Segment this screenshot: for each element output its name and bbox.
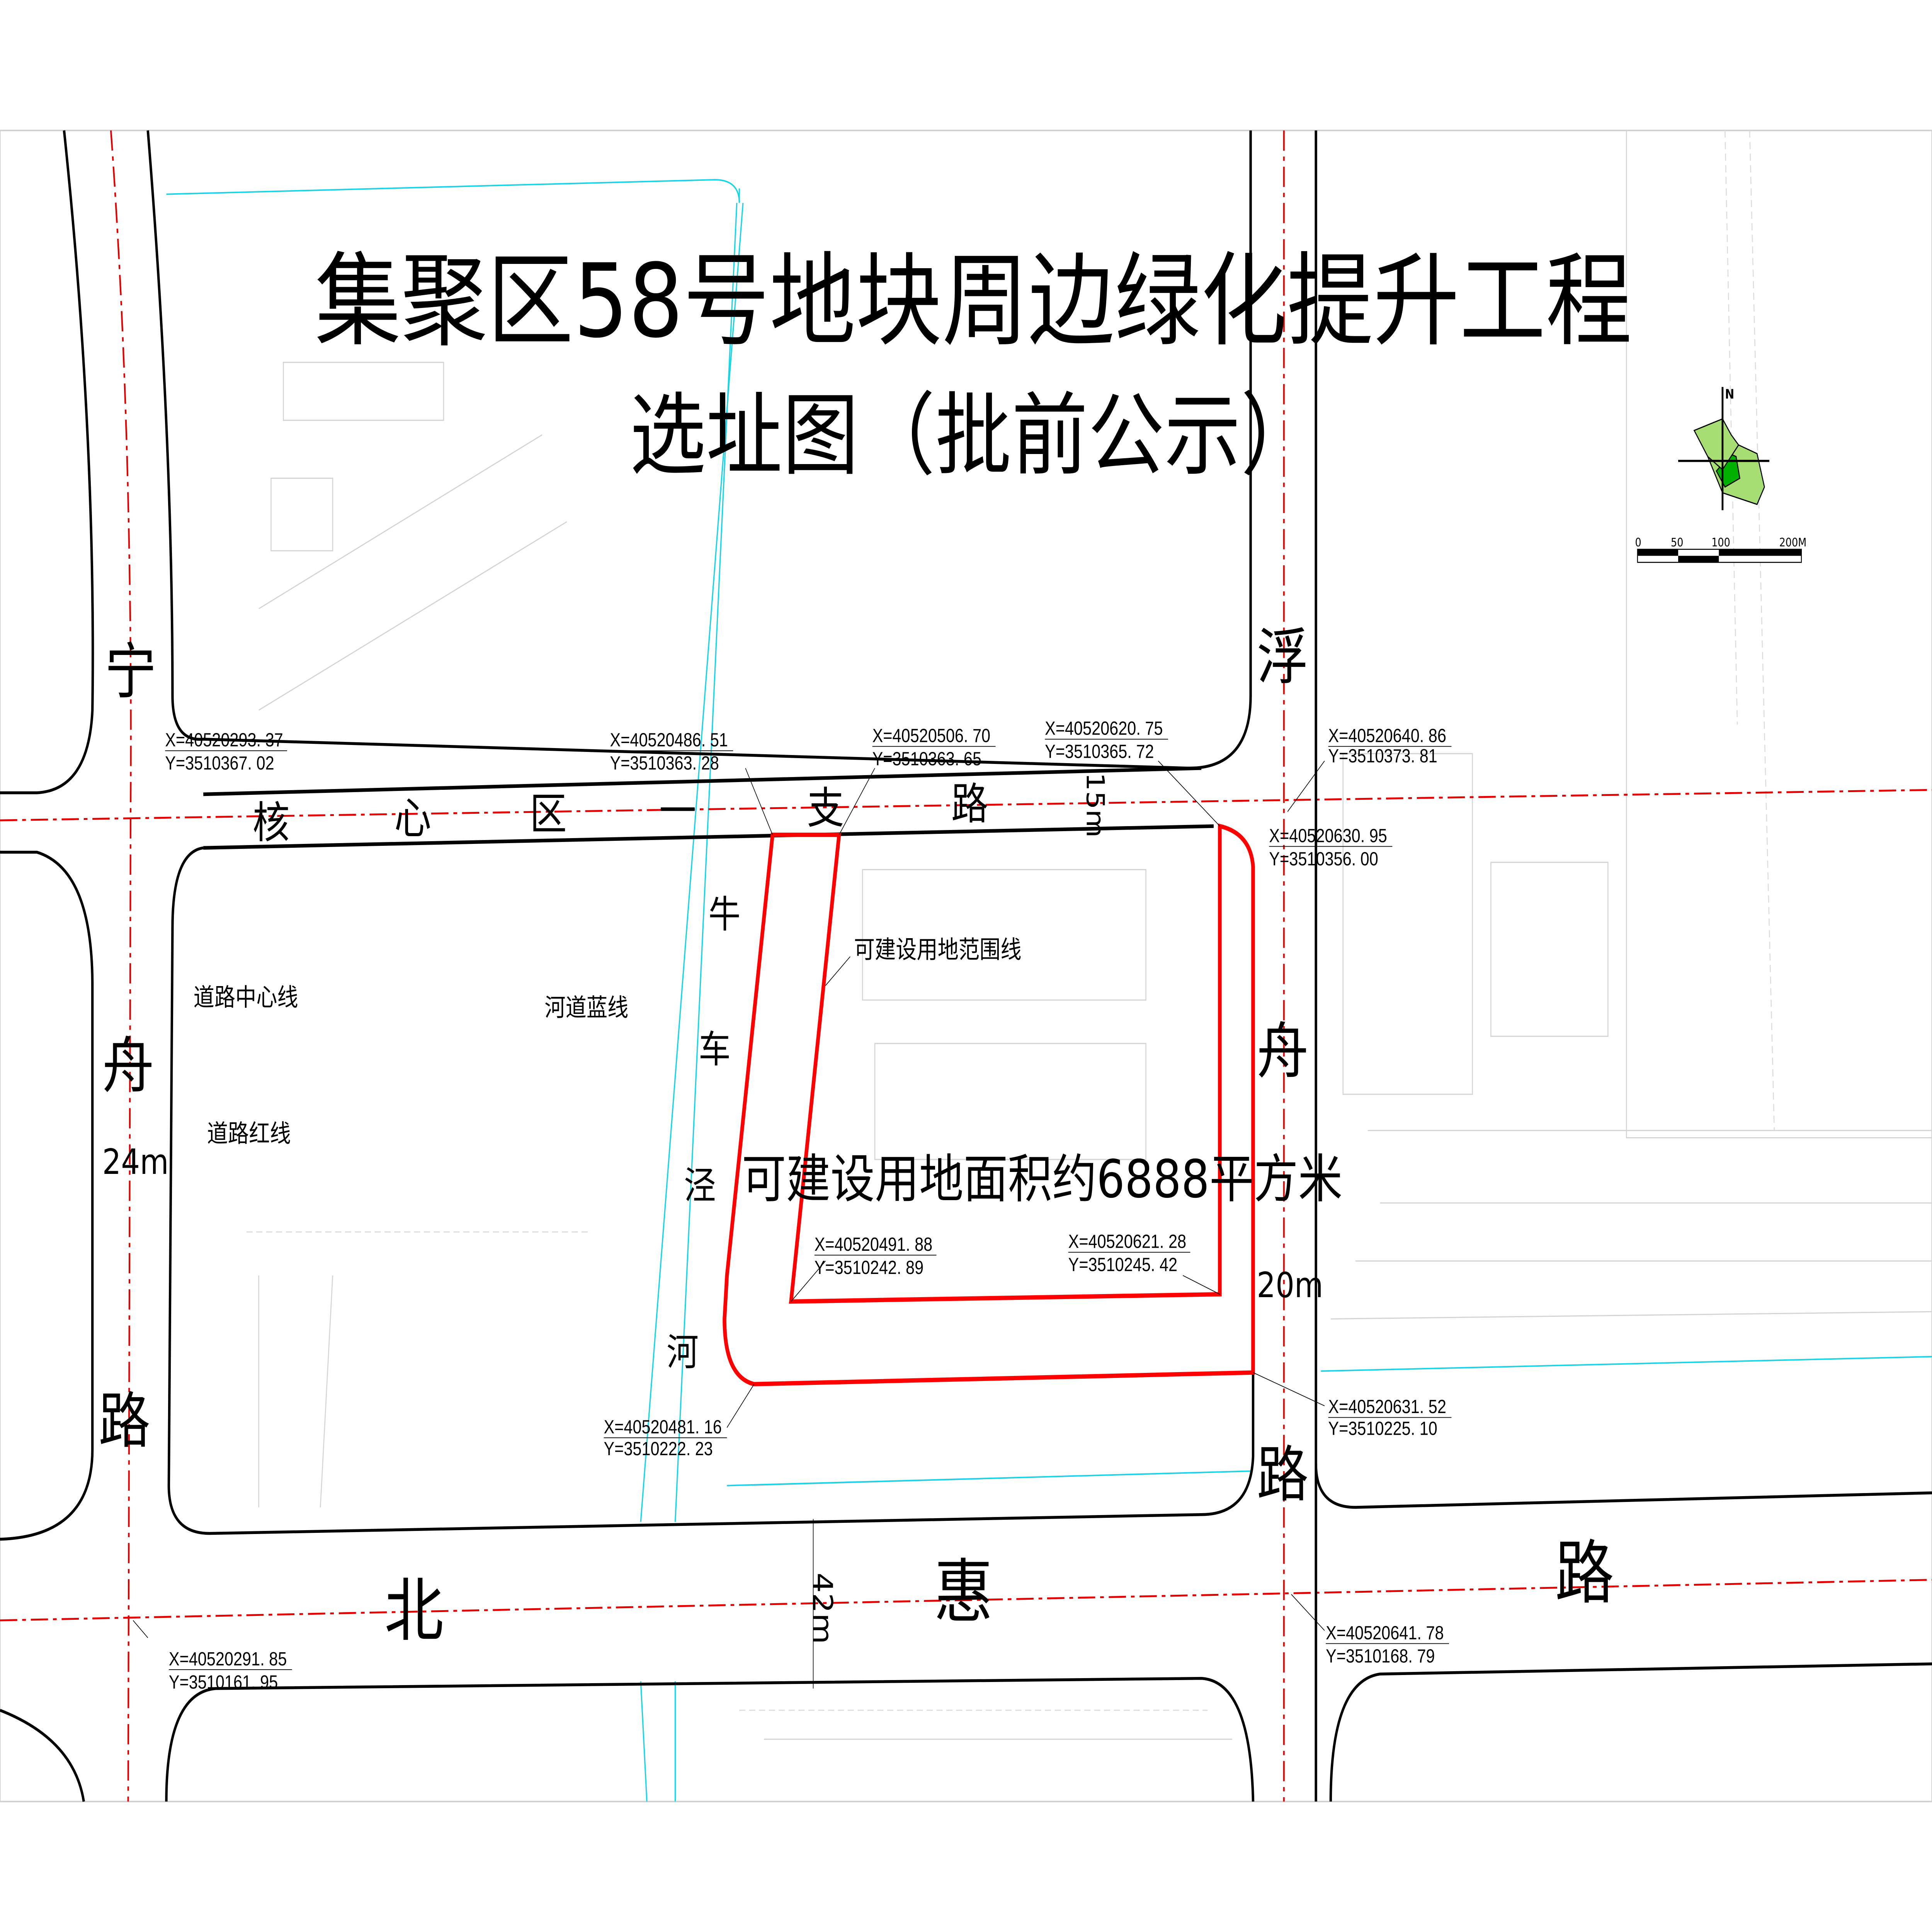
svg-text:Y=3510225. 10: Y=3510225. 10 bbox=[1328, 1418, 1437, 1439]
coord-1: X=40520293. 37Y=3510367. 02 bbox=[165, 730, 287, 774]
road-west-width: 24m bbox=[102, 1141, 169, 1182]
svg-text:Y=3510365. 72: Y=3510365. 72 bbox=[1045, 741, 1154, 762]
coord-8: X=40520621. 28Y=3510245. 42 bbox=[1068, 1231, 1190, 1275]
svg-text:X=40520640. 86: X=40520640. 86 bbox=[1328, 725, 1446, 746]
scale-bar: 0 50 100 200M bbox=[1635, 536, 1807, 563]
label-road-center-line: 道路中心线 bbox=[194, 983, 298, 1012]
road-edges bbox=[0, 130, 1932, 1802]
label-road-red-line: 道路红线 bbox=[207, 1119, 291, 1148]
road-north-char-2: 心 bbox=[394, 793, 431, 844]
coord-4: X=40520620. 75Y=3510365. 72 bbox=[1045, 718, 1168, 762]
river-char-1: 牛 bbox=[709, 893, 741, 937]
svg-text:Y=3510168. 79: Y=3510168. 79 bbox=[1326, 1645, 1435, 1667]
svg-text:X=40520506. 70: X=40520506. 70 bbox=[872, 725, 990, 746]
coord-11: X=40520291. 85Y=3510161. 95 bbox=[169, 1648, 292, 1693]
svg-text:Y=3510242. 89: Y=3510242. 89 bbox=[815, 1257, 923, 1278]
river-blue-lines bbox=[166, 179, 1932, 1802]
map-frame bbox=[0, 129, 1932, 1803]
road-center-lines bbox=[0, 130, 1932, 1802]
river-char-4: 河 bbox=[667, 1331, 699, 1374]
road-east-char-3: 路 bbox=[1257, 1440, 1309, 1510]
north-arrow-icon: N bbox=[1678, 387, 1770, 510]
svg-text:X=40520630. 95: X=40520630. 95 bbox=[1269, 825, 1387, 846]
leader-lines bbox=[133, 760, 1325, 1689]
area-label: 可建设用地面积约6888平方米 bbox=[742, 1149, 1343, 1209]
svg-text:X=40520293. 37: X=40520293. 37 bbox=[165, 730, 283, 751]
svg-text:Y=3510222. 23: Y=3510222. 23 bbox=[604, 1438, 713, 1459]
coord-7: X=40520491. 88Y=3510242. 89 bbox=[815, 1234, 937, 1278]
coord-5: X=40520640. 86Y=3510373. 81 bbox=[1328, 725, 1452, 767]
road-north-char-5: 支 bbox=[807, 783, 844, 833]
coordinate-labels: X=40520293. 37Y=3510367. 02 X=40520486. … bbox=[165, 718, 1452, 1693]
survey-background bbox=[246, 130, 1932, 1740]
svg-text:X=40520621. 28: X=40520621. 28 bbox=[1068, 1231, 1186, 1252]
coord-6: X=40520630. 95Y=3510356. 00 bbox=[1269, 825, 1393, 869]
label-river-blue-line: 河道蓝线 bbox=[544, 993, 628, 1022]
road-north-char-1: 核 bbox=[253, 798, 290, 848]
river-char-2: 车 bbox=[699, 1028, 731, 1071]
road-east-width: 20m bbox=[1257, 1265, 1323, 1306]
road-west-char-3: 路 bbox=[99, 1386, 150, 1457]
road-south-char-2: 惠 bbox=[934, 1552, 993, 1633]
svg-text:X=40520641. 78: X=40520641. 78 bbox=[1326, 1622, 1444, 1643]
road-north-char-3: 区 bbox=[530, 789, 567, 839]
road-east-char-2: 舟 bbox=[1257, 1016, 1309, 1087]
road-north-width: 15m bbox=[1081, 772, 1109, 838]
road-east-char-1: 浮 bbox=[1257, 622, 1309, 693]
svg-text:Y=3510245. 42: Y=3510245. 42 bbox=[1068, 1254, 1177, 1275]
svg-text:X=40520620. 75: X=40520620. 75 bbox=[1045, 718, 1163, 739]
svg-text:X=40520491. 88: X=40520491. 88 bbox=[815, 1234, 932, 1255]
road-south-char-3: 路 bbox=[1555, 1533, 1614, 1614]
road-north-char-6: 路 bbox=[951, 779, 988, 829]
north-label: N bbox=[1725, 387, 1734, 402]
svg-text:X=40520291. 85: X=40520291. 85 bbox=[169, 1648, 287, 1670]
svg-text:Y=3510161. 95: Y=3510161. 95 bbox=[169, 1672, 278, 1693]
svg-text:Y=3510363. 65: Y=3510363. 65 bbox=[872, 748, 981, 769]
svg-text:X=40520486. 51: X=40520486. 51 bbox=[610, 730, 728, 751]
svg-text:Y=3510373. 81: Y=3510373. 81 bbox=[1328, 745, 1437, 767]
road-west-char-1: 宁 bbox=[105, 636, 156, 707]
coord-12: X=40520641. 78Y=3510168. 79 bbox=[1326, 1622, 1449, 1667]
map-title: 集聚区58号地块周边绿化提升工程 bbox=[315, 243, 1632, 361]
map-subtitle: 选址图（批前公示） bbox=[629, 383, 1317, 488]
scale-tick-100: 100 bbox=[1711, 536, 1730, 549]
scale-tick-50: 50 bbox=[1671, 536, 1683, 549]
road-south-width: 42m bbox=[806, 1573, 838, 1644]
coord-9: X=40520631. 52Y=3510225. 10 bbox=[1328, 1396, 1452, 1439]
river-char-3: 泾 bbox=[684, 1164, 716, 1208]
coord-10: X=40520481. 16Y=3510222. 23 bbox=[604, 1417, 727, 1459]
coord-3: X=40520506. 70Y=3510363. 65 bbox=[872, 725, 996, 769]
scale-tick-200: 200M bbox=[1779, 536, 1807, 549]
road-west-char-2: 舟 bbox=[102, 1031, 154, 1102]
svg-text:Y=3510363. 28: Y=3510363. 28 bbox=[610, 753, 719, 774]
svg-text:X=40520481. 16: X=40520481. 16 bbox=[604, 1417, 722, 1438]
road-south-char-1: 北 bbox=[384, 1571, 444, 1651]
svg-text:Y=3510356. 00: Y=3510356. 00 bbox=[1269, 848, 1378, 869]
coord-2: X=40520486. 51Y=3510363. 28 bbox=[610, 730, 733, 774]
label-buildable-boundary: 可建设用地范围线 bbox=[854, 935, 1022, 964]
road-north-char-4: 一 bbox=[659, 786, 696, 837]
svg-text:Y=3510367. 02: Y=3510367. 02 bbox=[165, 753, 274, 774]
svg-text:X=40520631. 52: X=40520631. 52 bbox=[1328, 1396, 1446, 1417]
scale-tick-0: 0 bbox=[1635, 536, 1641, 549]
